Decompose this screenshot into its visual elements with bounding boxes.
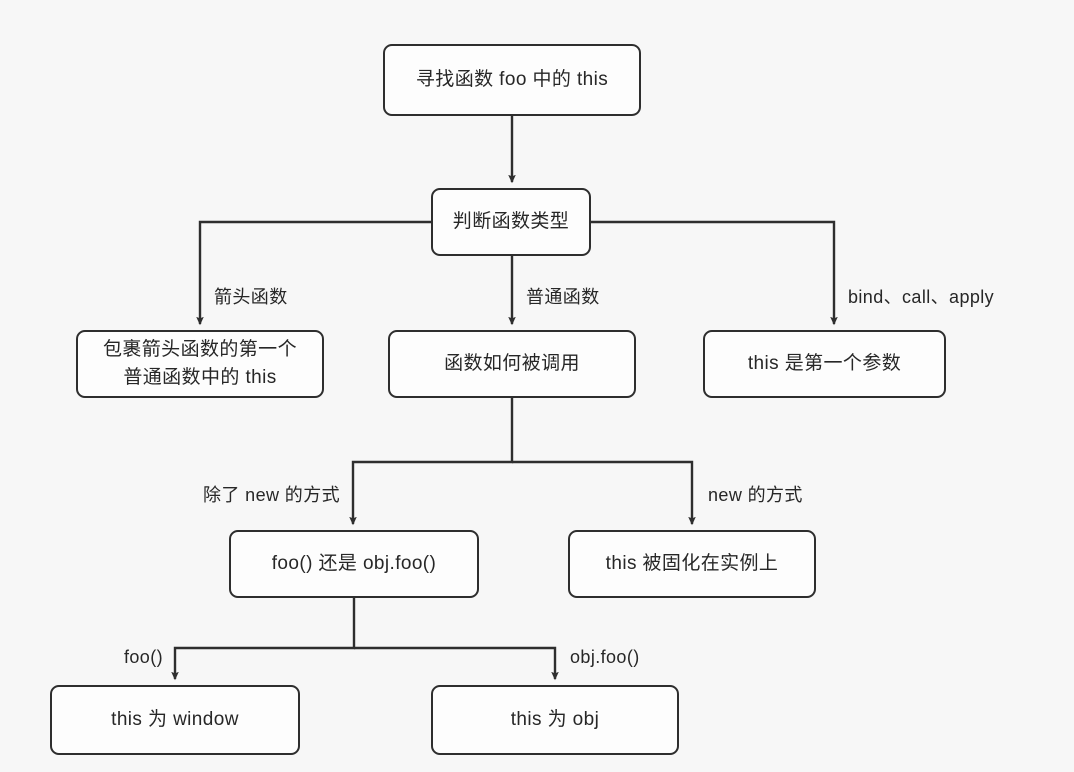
flowchart-node-label: foo() 还是 obj.foo() [271,553,437,575]
flowchart-edge-label-foo-call: foo() [123,647,163,667]
flowchart-edge [196,220,431,326]
flowchart-node-new-bound[interactable]: this 被固化在实例上 [568,530,816,598]
flowchart-edge [354,646,559,681]
flowchart-node-label: 包裹箭头函数的第一个 普通函数中的 this [102,339,297,388]
flowchart-node-first-arg[interactable]: this 是第一个参数 [703,330,946,398]
flowchart-edge-label-except-new: 除了 new 的方式 [202,485,340,505]
flowchart-node-arrow-fn-this[interactable]: 包裹箭头函数的第一个 普通函数中的 this [76,330,324,398]
flowchart-edge-label-new-way: new 的方式 [708,485,803,505]
flowchart-node-this-window[interactable]: this 为 window [50,685,300,755]
flowchart-node-label: this 为 obj [510,709,600,731]
flowchart-node-this-obj[interactable]: this 为 obj [431,685,679,755]
flowchart-node-label: 函数如何被调用 [444,353,580,375]
flowchart-edge-label-normal-fn: 普通函数 [526,287,600,307]
flowchart-node-foo-or-objfoo[interactable]: foo() 还是 obj.foo() [229,530,479,598]
flowchart-node-label: 寻找函数 foo 中的 this [415,69,609,91]
flowchart-edge [591,220,838,326]
flowchart-edges [171,116,838,681]
flowchart-node-label: this 是第一个参数 [747,353,902,375]
flowchart-edge [171,598,356,681]
flowchart-edge-label-objfoo-call: obj.foo() [570,647,640,667]
flowchart-edge [349,398,514,526]
flowchart-node-start[interactable]: 寻找函数 foo 中的 this [383,44,641,116]
flowchart-node-label: 判断函数类型 [452,211,570,233]
flowchart-edge-label-arrow-fn: 箭头函数 [214,287,288,307]
flowchart-edge-label-bind-call-apply: bind、call、apply [848,287,995,307]
flowchart-node-how-called[interactable]: 函数如何被调用 [388,330,636,398]
flowchart-node-label: this 被固化在实例上 [605,553,779,575]
flowchart-edge [512,460,696,526]
flowchart-node-fn-type[interactable]: 判断函数类型 [431,188,591,256]
flowchart-node-label: this 为 window [111,709,239,731]
